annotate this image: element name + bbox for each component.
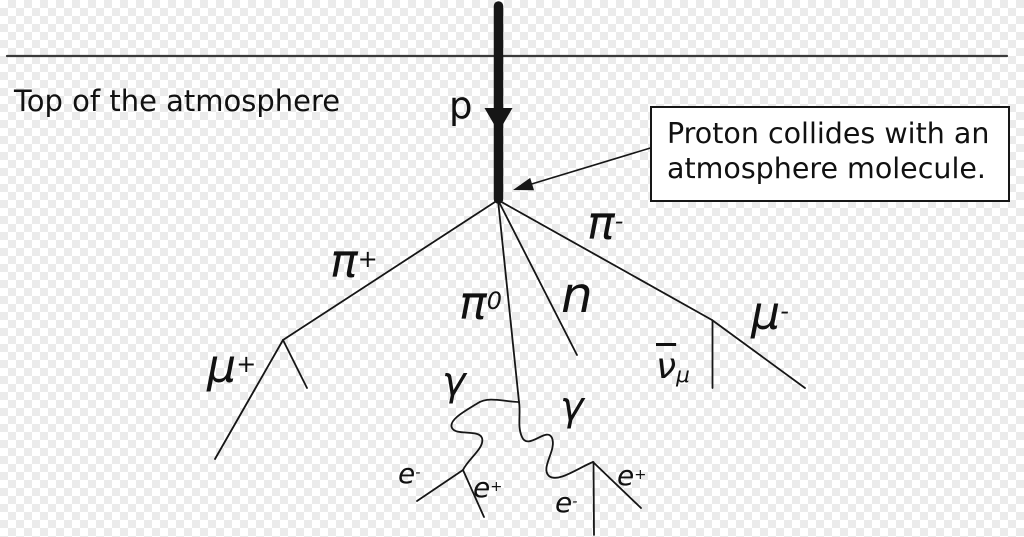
mu-minus-track (711, 319, 806, 389)
e-plus-left-charge: + (490, 477, 503, 495)
gamma-right-track (518, 401, 594, 479)
callout-pointer-line (529, 146, 653, 186)
e-minus-left-symbol: e (398, 457, 416, 490)
collision-callout-box: Proton collides with an atmosphere molec… (650, 106, 1010, 202)
e-minus-right-track (592, 461, 595, 536)
numu-branch-track (282, 339, 308, 389)
e-plus-right-symbol: e (617, 459, 635, 492)
pi-zero-charge: 0 (486, 286, 502, 315)
e-minus-right-label: e- (555, 489, 577, 517)
gamma-left-track (450, 398, 520, 471)
top-of-atmosphere-label: Top of the atmosphere (14, 84, 341, 118)
antineutrino-symbol: ν (656, 346, 677, 387)
callout-text-line2: atmosphere molecule. (667, 152, 986, 185)
mu-minus-symbol: μ (751, 286, 781, 340)
antineutrino-flavor: μ (676, 362, 690, 388)
neutron-track (497, 199, 578, 356)
pi-plus-charge: + (357, 244, 378, 273)
pi-minus-charge: - (614, 206, 624, 235)
pi-zero-track (497, 199, 520, 403)
mu-plus-track (214, 339, 284, 460)
pi-plus-symbol: π (330, 234, 358, 288)
neutron-symbol: n (561, 266, 593, 324)
e-minus-right-charge: - (572, 492, 578, 510)
pi-zero-label: π0 (459, 280, 502, 326)
gamma-left-symbol: γ (442, 359, 466, 405)
neutron-label: n (561, 270, 593, 320)
antineutrino-mu-label: νμ (656, 346, 690, 388)
gamma-left-label: γ (442, 362, 466, 402)
callout-text-line1: Proton collides with an (667, 117, 990, 150)
pi-plus-label: π+ (330, 238, 378, 284)
mu-minus-label: μ- (751, 290, 789, 336)
mu-plus-symbol: μ (207, 339, 237, 393)
e-minus-left-charge: - (415, 463, 421, 481)
e-plus-right-charge: + (634, 465, 647, 483)
mu-plus-charge: + (236, 349, 257, 378)
e-plus-left-label: e+ (473, 474, 502, 502)
e-plus-left-symbol: e (473, 471, 491, 504)
pi-zero-symbol: π (459, 276, 487, 330)
mu-minus-charge: - (780, 296, 789, 325)
e-minus-left-label: e- (398, 460, 420, 488)
proton-arrowhead-icon (484, 108, 513, 132)
gamma-right-symbol: γ (560, 384, 584, 430)
e-plus-right-track (592, 461, 642, 509)
e-plus-left-track (462, 469, 485, 518)
pi-minus-label: π- (587, 200, 623, 246)
proton-label: p (449, 87, 473, 124)
pi-plus-track (282, 199, 499, 341)
gamma-right-label: γ (560, 387, 584, 427)
e-plus-right-label: e+ (617, 462, 646, 490)
pi-minus-symbol: π (587, 196, 615, 250)
e-minus-left-track (416, 469, 464, 502)
mu-plus-label: μ+ (207, 343, 256, 389)
pi-minus-track (497, 199, 713, 321)
callout-arrowhead-icon (513, 177, 534, 191)
e-minus-right-symbol: e (555, 486, 573, 519)
proton-symbol: p (449, 84, 473, 127)
